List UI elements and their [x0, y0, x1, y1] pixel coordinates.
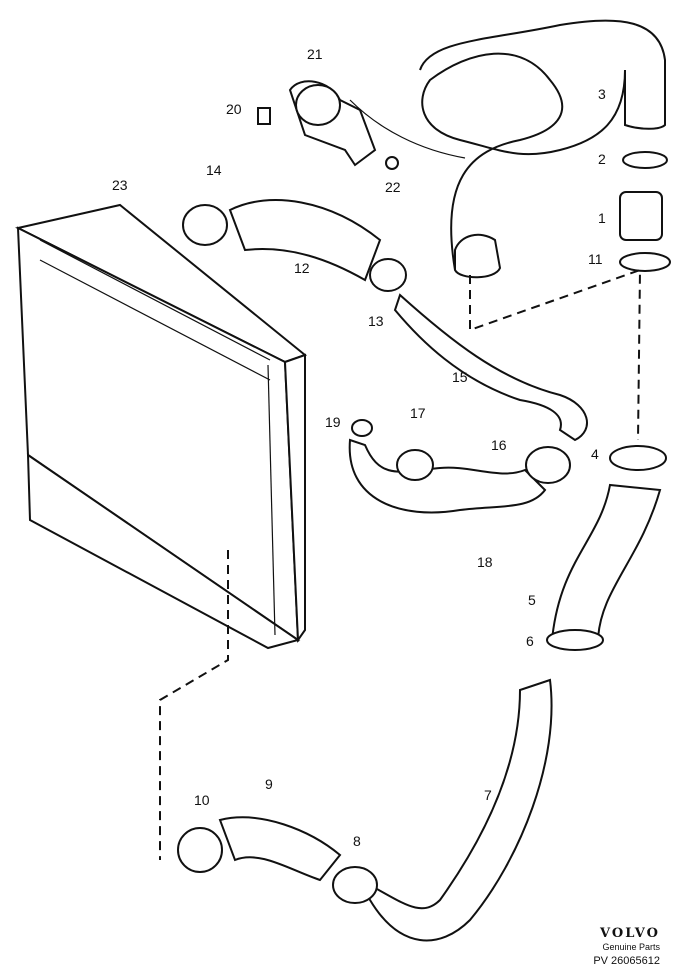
nut-22: [385, 156, 399, 170]
callout-8: 8: [353, 833, 361, 849]
callout-6: 6: [526, 633, 534, 649]
callout-10: 10: [194, 792, 210, 808]
hose-9: [218, 816, 342, 882]
hose-3-outlet: [454, 233, 502, 279]
hose-18: [348, 438, 547, 514]
callout-4: 4: [591, 446, 599, 462]
bolt-20: [257, 107, 271, 125]
callout-1: 1: [598, 210, 606, 226]
brand-block: VOLVO Genuine Parts PV 26065612: [593, 926, 660, 967]
callout-12: 12: [294, 260, 310, 276]
clamp-2: [622, 151, 668, 169]
clamp-6: [546, 629, 604, 651]
callout-2: 2: [598, 151, 606, 167]
sleeve-1: [619, 191, 663, 241]
callout-16: 16: [491, 437, 507, 453]
clamp-17: [396, 449, 434, 481]
bracket-21-ring: [295, 84, 341, 126]
clamp-4: [609, 445, 667, 471]
clamp-16: [525, 446, 571, 484]
callout-21: 21: [307, 46, 323, 62]
hose-5: [550, 483, 662, 641]
callout-9: 9: [265, 776, 273, 792]
volvo-logo: VOLVO: [600, 926, 660, 941]
callout-13: 13: [368, 313, 384, 329]
direction-arrow: [349, 99, 466, 159]
callout-23: 23: [112, 177, 128, 193]
callout-18: 18: [477, 554, 493, 570]
callout-5: 5: [528, 592, 536, 608]
hose-3: [419, 19, 666, 271]
clamp-14: [182, 204, 228, 246]
callout-22: 22: [385, 179, 401, 195]
connector-dash-a: [469, 268, 642, 441]
callout-19: 19: [325, 414, 341, 430]
clamp-19: [351, 419, 373, 437]
clamp-10: [177, 827, 223, 873]
clamp-8: [332, 866, 378, 904]
clamp-11: [619, 252, 671, 272]
clamp-13: [369, 258, 407, 292]
callout-14: 14: [206, 162, 222, 178]
pipe-15: [393, 293, 588, 442]
callout-11: 11: [588, 251, 603, 267]
hose-12: [228, 199, 382, 282]
callout-15: 15: [452, 369, 468, 385]
callout-7: 7: [484, 787, 492, 803]
callout-3: 3: [598, 86, 606, 102]
diagram-code: PV 26065612: [593, 955, 660, 967]
brand-subtitle: Genuine Parts: [602, 942, 660, 952]
callout-17: 17: [410, 405, 426, 421]
intercooler: [15, 203, 308, 650]
callout-20: 20: [226, 101, 242, 117]
pipe-7: [357, 678, 553, 942]
